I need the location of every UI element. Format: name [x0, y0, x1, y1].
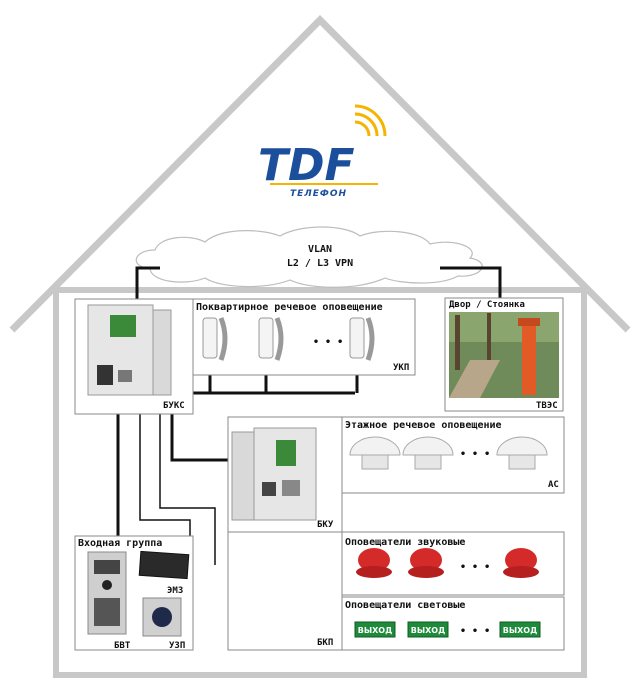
ceiling-speaker-icon — [349, 436, 401, 470]
section-entrance-title: Входная группа — [78, 538, 162, 549]
intercom-handset-icon — [258, 317, 284, 361]
emergency-post-icon — [522, 325, 536, 395]
device-uzp-label: УЗП — [169, 641, 185, 651]
intercom-handset-icon — [349, 317, 375, 361]
section-yard-title: Двор / Стоянка — [449, 300, 525, 310]
ellipsis-light: • • • — [460, 626, 490, 637]
intercom-handset-icon — [202, 317, 228, 361]
section-light-title: Оповещатели световые — [345, 600, 465, 611]
device-bku-label: БКУ — [317, 520, 334, 530]
sound-alarm-icon — [356, 548, 392, 578]
exit-button-icon — [142, 597, 182, 637]
sound-alarm-icon — [503, 548, 539, 578]
section-apartment-title: Поквартирное речевое оповещение — [196, 302, 383, 313]
section-sound-title: Оповещатели звуковые — [345, 537, 465, 548]
logo-underline — [270, 183, 378, 185]
yard-photo — [449, 312, 559, 398]
wifi-arc-icon — [354, 120, 371, 137]
bku-cabinet-icon — [231, 427, 317, 521]
exit-sign-icon: ВЫХОД — [499, 621, 541, 638]
ceiling-speaker-icon — [402, 436, 454, 470]
device-ukp-label: УКП — [393, 363, 409, 373]
door-panel-icon — [87, 551, 127, 635]
device-as-label: АС — [548, 480, 559, 490]
logo-tagline: ТЕЛЕФОН — [290, 189, 347, 199]
house-outline — [9, 15, 631, 678]
magnetic-lock-icon — [138, 550, 190, 580]
device-bkp-label: БКП — [317, 638, 333, 648]
section-floor-title: Этажное речевое оповещение — [345, 420, 502, 431]
buks-cabinet-icon — [87, 304, 172, 396]
ellipsis-speakers: • • • — [460, 449, 490, 460]
exit-sign-icon: ВЫХОД — [354, 621, 396, 638]
svg-text:ВЫХОД: ВЫХОД — [358, 626, 392, 635]
svg-text:ВЫХОД: ВЫХОД — [411, 626, 445, 635]
cloud-line2: L2 / L3 VPN — [287, 258, 353, 269]
device-buks-label: БУКС — [163, 401, 185, 411]
wifi-arc-icon — [354, 104, 387, 137]
ceiling-speaker-icon — [496, 436, 548, 470]
device-emz-label: ЭМЗ — [167, 586, 183, 596]
network-cloud: VLAN L2 / L3 VPN — [135, 226, 483, 288]
thin-lines — [139, 413, 216, 565]
wifi-arc-icon — [354, 112, 379, 137]
sound-alarm-icon — [408, 548, 444, 578]
tdf-logo: TDF ТЕЛЕФОН — [258, 104, 387, 199]
device-tves-label: ТВЭС — [536, 401, 558, 411]
device-bvt-label: БВТ — [114, 641, 131, 651]
exit-sign-icon: ВЫХОД — [407, 621, 449, 638]
cloud-line1: VLAN — [308, 244, 332, 255]
ellipsis-handsets: • • • — [313, 337, 343, 348]
logo-brand: TDF — [258, 140, 355, 191]
ellipsis-sound: • • • — [460, 562, 490, 573]
svg-text:ВЫХОД: ВЫХОД — [503, 626, 537, 635]
